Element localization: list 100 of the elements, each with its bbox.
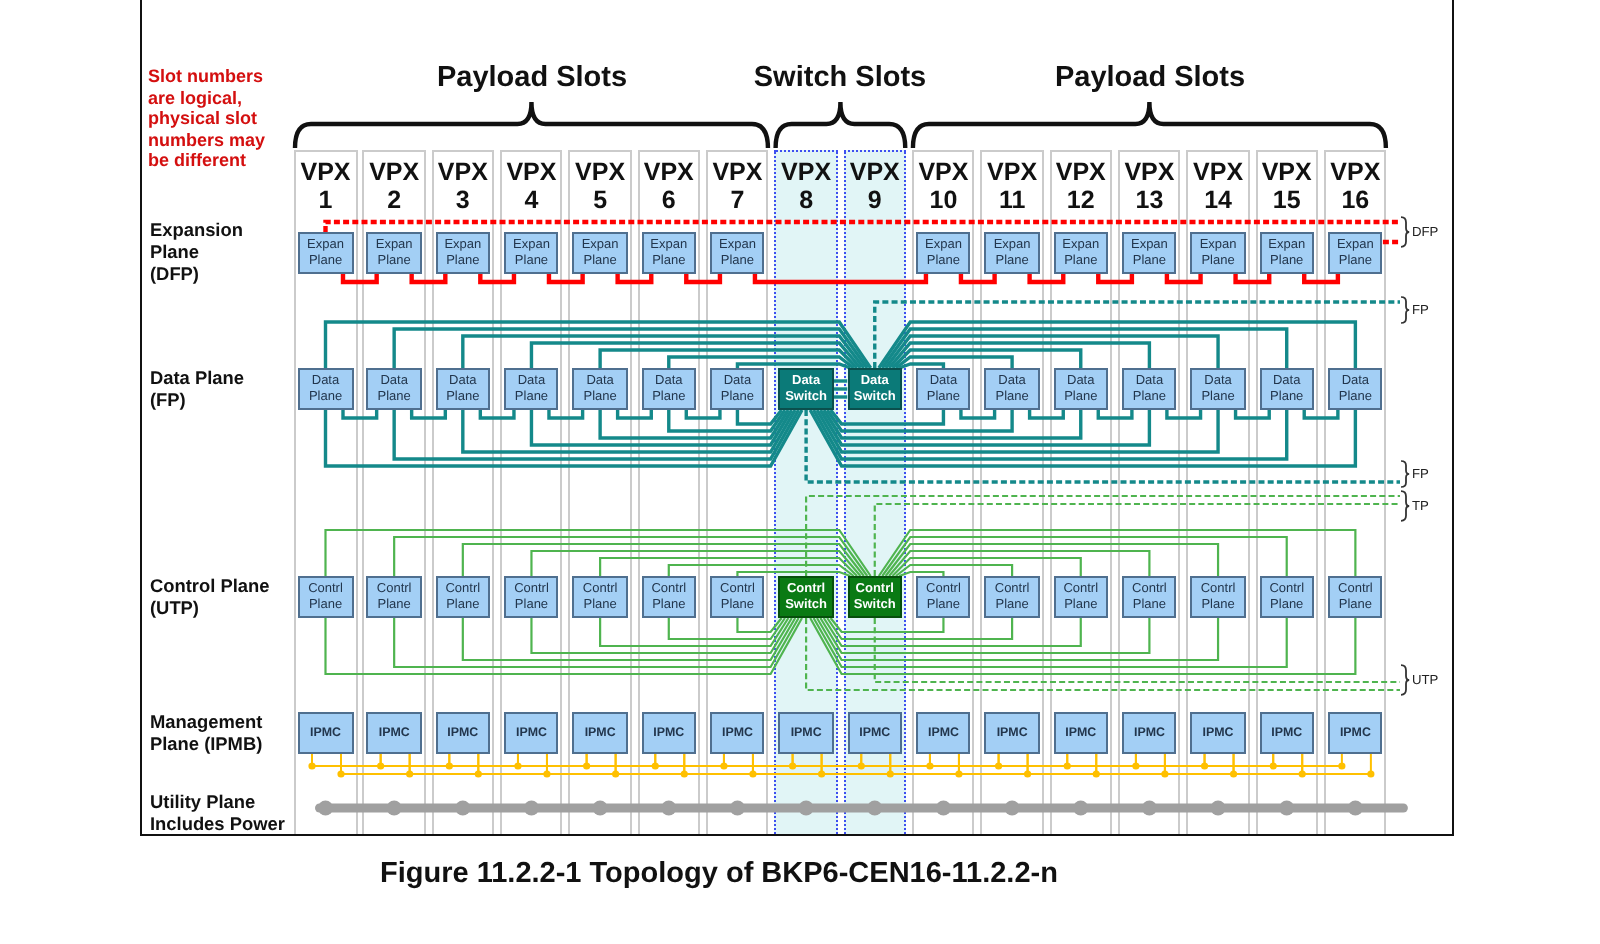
slot-number: VPX 11 (985, 158, 1040, 214)
connector-line (822, 409, 1083, 440)
slot-number: VPX 1 (298, 158, 353, 214)
slot-column (911, 150, 975, 834)
connector-line (392, 327, 869, 369)
connector-line (615, 410, 653, 420)
connector-line (598, 348, 859, 370)
connector-line (615, 274, 654, 285)
connector-line (324, 617, 803, 676)
connector-line (825, 409, 1014, 433)
dashed-connector (804, 410, 1400, 484)
connector-line (860, 753, 931, 767)
dashed-connector (873, 618, 1400, 684)
row-label: Control Plane (UTP) (150, 576, 272, 620)
connector-line (1203, 753, 1275, 767)
connector-line (1301, 753, 1372, 775)
connector-line (877, 528, 1357, 577)
connector-line (816, 617, 1220, 662)
slot-number: VPX 5 (573, 158, 628, 214)
connector-line (599, 617, 790, 648)
connector-line (393, 617, 800, 669)
connector-line (751, 753, 823, 775)
connector-line (529, 341, 862, 370)
row-label: Data Plane (FP) (150, 368, 246, 412)
connector-line (684, 410, 722, 420)
connector-line (997, 753, 1069, 767)
connector-line (812, 409, 1289, 461)
connector-line (898, 570, 945, 578)
connector-line (1233, 274, 1272, 285)
connector-line (888, 549, 1151, 577)
connector-line (340, 753, 411, 775)
connector-line (815, 409, 1220, 454)
connector-line (546, 274, 585, 285)
note: Slot numbers are logical, physical slot numbers may be different (148, 66, 268, 172)
connector-line (884, 334, 1220, 370)
connector-line (1096, 410, 1134, 420)
connector-line (818, 409, 1152, 447)
slot-column (1186, 150, 1250, 834)
slot-column (980, 150, 1044, 834)
connector-line (722, 753, 794, 767)
connector-line (409, 410, 447, 420)
connector-line (829, 617, 945, 634)
dashed-connector (1382, 239, 1400, 245)
connector-line (1134, 753, 1206, 767)
connector-line (545, 753, 617, 775)
connector-line (877, 320, 1358, 369)
connector-line (884, 542, 1220, 577)
connector-line (812, 617, 1288, 669)
row-label: Utility Plane Includes Power (150, 792, 287, 836)
slot-column (637, 150, 701, 834)
slot-number: VPX 12 (1053, 158, 1108, 214)
connector-line (808, 409, 1358, 468)
connector-line (448, 753, 519, 767)
slot-column (1049, 150, 1113, 834)
connector-line (959, 410, 997, 420)
connector-line (323, 320, 873, 369)
slot-column (568, 150, 632, 834)
group-heading: Payload Slots (1052, 60, 1248, 96)
slot-column (1323, 150, 1387, 834)
connector-line (820, 753, 892, 775)
connector-line (822, 617, 1082, 648)
slot-number: VPX 2 (367, 158, 422, 214)
connector-line (667, 617, 786, 641)
connector-line (530, 549, 862, 577)
connector-line (898, 362, 946, 370)
connector-line (598, 409, 790, 440)
connector-line (1302, 410, 1340, 420)
connector-line (684, 274, 723, 285)
connector-line (889, 753, 960, 775)
slot-column (1255, 150, 1319, 834)
connector-line (880, 327, 1289, 369)
connector-line (614, 753, 686, 775)
slot-number: VPX 8 (779, 158, 834, 214)
connector-line (1232, 753, 1304, 775)
connector-line (461, 617, 797, 662)
connector-line (809, 617, 1357, 676)
slot-number: VPX 13 (1122, 158, 1177, 214)
slot-number: VPX 7 (710, 158, 765, 214)
connector-line (340, 274, 379, 285)
slot-column (705, 150, 769, 834)
slot-column (1117, 150, 1181, 834)
slot-number: VPX 10 (916, 158, 971, 214)
dashed-connector (323, 219, 1400, 233)
connector-line (819, 617, 1151, 655)
slot-column (294, 150, 357, 834)
connector-line (667, 409, 787, 433)
connector-line (1302, 274, 1341, 285)
slot-column (362, 150, 426, 834)
connector-line (833, 379, 848, 383)
group-heading: Switch Slots (751, 60, 929, 96)
connector-line (833, 395, 848, 399)
connector-line (516, 753, 588, 767)
slot-number: VPX 16 (1328, 158, 1383, 214)
connector-line (829, 408, 946, 426)
connector-line (393, 535, 869, 577)
connector-line (461, 334, 866, 370)
connector-line (1272, 753, 1343, 767)
connector-line (895, 563, 1014, 577)
connector-line (477, 753, 548, 775)
slot-number: VPX 9 (847, 158, 902, 214)
